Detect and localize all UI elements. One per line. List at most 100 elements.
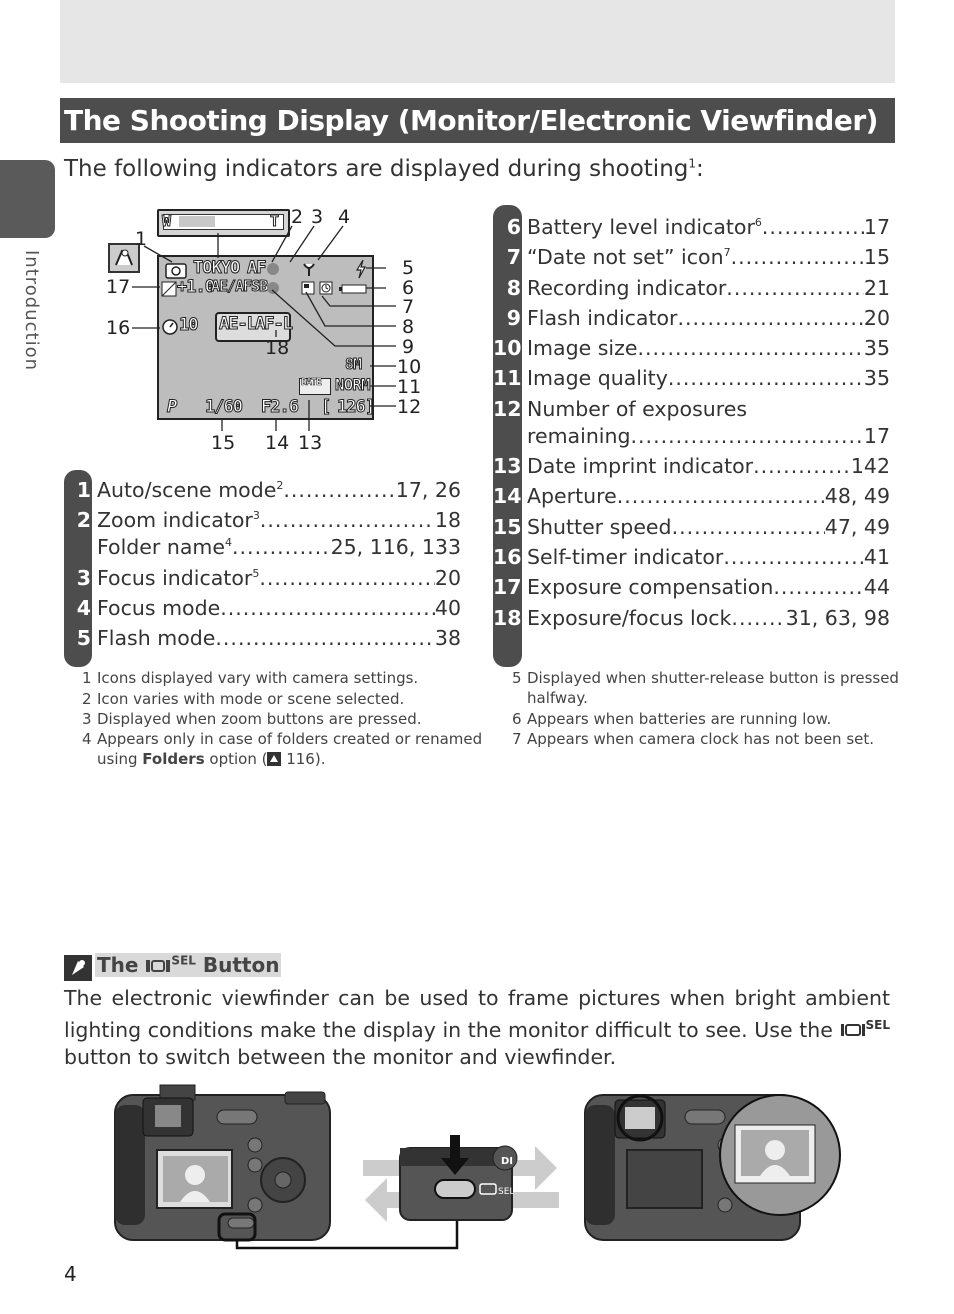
intro-sentence: The following indicators are displayed d…: [64, 156, 689, 182]
intro-footnote-ref: 1: [688, 156, 697, 171]
macro-flower-icon: [303, 263, 315, 276]
scene-mode-icon: [108, 243, 140, 273]
image-size-display: 8M: [344, 355, 362, 374]
callout-13: 13: [298, 432, 323, 454]
callout-14: 14: [265, 432, 290, 454]
flash-mode-icon: [355, 259, 367, 279]
list-item: remaining...............................…: [527, 424, 890, 448]
zoom-indicator: W T: [157, 209, 290, 237]
exposures-bracket: [: [320, 397, 331, 418]
right-list-bar: [493, 205, 522, 667]
callout-2: 2: [291, 206, 304, 228]
monitor-button-icon: [840, 1023, 865, 1036]
exposures-remaining-display: 126: [337, 397, 367, 418]
callout-18: 18: [265, 337, 290, 359]
left-list-bar: [64, 470, 92, 667]
callout-3: 3: [311, 206, 324, 228]
callout-9: 9: [402, 336, 415, 358]
callout-6: 6: [402, 277, 415, 299]
callout-4: 4: [338, 206, 351, 228]
recording-indicator-icon: [301, 281, 315, 295]
callout-leader-lines: [132, 225, 396, 431]
auto-mode-camera-icon: [165, 263, 187, 279]
battery-level-icon: [339, 284, 367, 294]
monitor-screen: TOKYO AF +1.0 AE/AFSB 10 AE-L AF-L 8M DA…: [157, 255, 376, 420]
section-label: Introduction: [21, 250, 42, 372]
header-band: [60, 0, 895, 83]
sel-button-closeup: [399, 1135, 518, 1221]
focus-indicator-dot: [267, 263, 279, 275]
exposure-mode-display: P: [166, 397, 177, 418]
ae-lock-display: AE-L: [219, 314, 258, 335]
folder-name-display: TOKYO: [192, 258, 240, 279]
tip-title: The SEL Button: [95, 953, 282, 977]
list-item: 7“Date not set” icon7...................…: [506, 245, 890, 269]
callout-11: 11: [397, 376, 422, 398]
list-item: 14Aperture..............................…: [493, 484, 890, 508]
tip-body: The electronic viewfinder can be used to…: [64, 986, 890, 1069]
sel-label: SEL: [498, 1187, 514, 1197]
tip-icon: [64, 955, 92, 981]
monitor-button-icon: [146, 960, 171, 972]
intro-text: The following indicators are displayed d…: [64, 156, 704, 182]
af-lock-display: AF-L: [255, 314, 294, 335]
exposure-comp-icon: [161, 281, 177, 297]
callout-10: 10: [397, 356, 422, 378]
callout-15: 15: [211, 432, 236, 454]
page-title: The Shooting Display (Monitor/Electronic…: [64, 104, 878, 137]
self-timer-display: 10: [178, 315, 199, 336]
camera-illustration: SEL DI: [114, 1084, 841, 1250]
di-label: DI: [501, 1156, 513, 1167]
aperture-display: F2.6: [261, 397, 300, 418]
camera-back-left: [114, 1084, 331, 1242]
intro-colon: :: [696, 156, 704, 182]
exposure-comp-display: +1.0: [177, 277, 216, 298]
callout-5: 5: [402, 257, 415, 279]
callout-16: 16: [106, 317, 131, 339]
focus-mode-display: AF: [246, 258, 267, 279]
callout-17: 17: [106, 276, 131, 298]
shutter-speed-display: 1/60: [205, 397, 244, 418]
callout-7: 7: [402, 296, 415, 318]
flash-indicator-dot: [267, 282, 279, 294]
ae-af-sb-display: AE/AFSB: [210, 277, 268, 296]
zoom-w-label: W: [161, 212, 171, 231]
section-tab: [0, 160, 55, 238]
exposures-bracket-close: ]: [364, 397, 375, 418]
date-imprint-display: DATE: [301, 377, 323, 389]
page-number: 4: [64, 1262, 77, 1286]
image-quality-display: NORM: [335, 375, 372, 395]
self-timer-icon: [162, 319, 178, 335]
list-item: Folder name4............................…: [97, 535, 461, 559]
callout-8: 8: [402, 316, 415, 338]
callout-12: 12: [397, 396, 422, 418]
viewfinder-zoom-circle: [719, 1094, 841, 1216]
zoom-t-label: T: [269, 212, 279, 231]
date-not-set-icon: [319, 281, 333, 295]
setup-menu-icon: [267, 752, 282, 766]
title-bar: The Shooting Display (Monitor/Electronic…: [60, 98, 895, 143]
